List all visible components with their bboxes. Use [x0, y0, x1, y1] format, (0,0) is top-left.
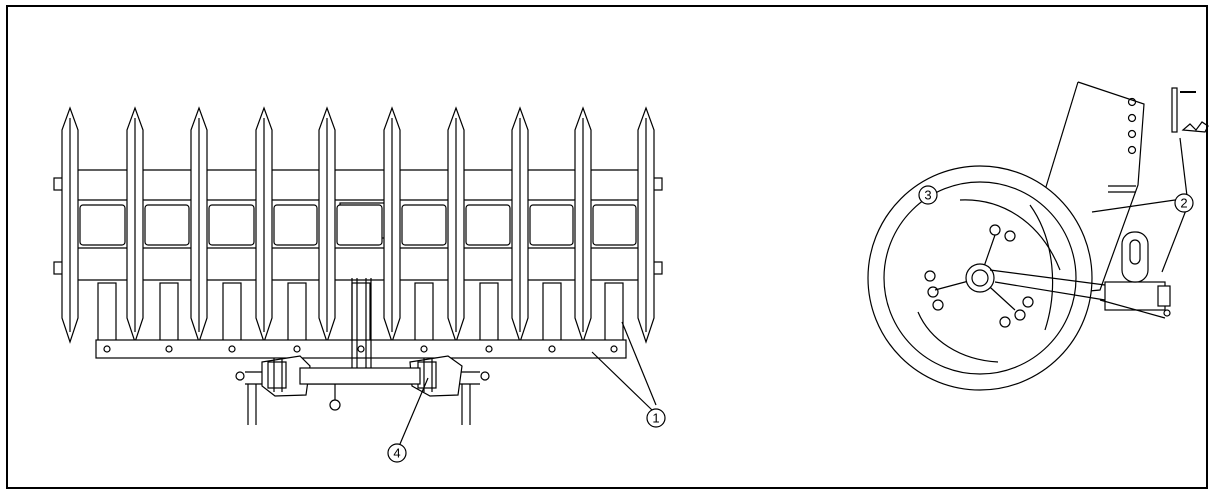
- drum-segment: [465, 204, 511, 246]
- bar-bolt: [293, 345, 301, 353]
- drum-segment: [592, 204, 637, 246]
- drum-segment: [525, 169, 578, 201]
- drum-segment: [140, 247, 194, 281]
- bar-bolt: [420, 345, 428, 353]
- callout-3: 3: [918, 185, 938, 205]
- callout-2-label: 2: [1180, 196, 1187, 211]
- scraper-tine: [414, 282, 434, 344]
- drum-segment: [140, 169, 194, 201]
- roller-drums: [53, 169, 663, 281]
- bar-bolt: [548, 345, 556, 353]
- adjust-hole: [1127, 129, 1137, 139]
- bar-bolt: [357, 345, 365, 353]
- drum-segment: [525, 247, 578, 281]
- bar-bolt: [165, 345, 173, 353]
- scraper-tine: [542, 282, 562, 344]
- drum-segment: [461, 247, 515, 281]
- drum-segment: [529, 204, 574, 246]
- side-view-assembly: [867, 81, 1209, 391]
- drum-segment: [397, 247, 451, 281]
- drum-segment: [204, 247, 259, 281]
- bar-bolt: [485, 345, 493, 353]
- drum-segment: [336, 204, 383, 246]
- drum-segment: [461, 169, 515, 201]
- drum-segment: [75, 169, 130, 201]
- drum-segment: [588, 169, 641, 201]
- drum-segment: [208, 204, 255, 246]
- scraper-bar: [95, 339, 627, 359]
- drum-segment: [144, 204, 190, 246]
- scraper-tine: [97, 282, 117, 344]
- drum-segment: [401, 204, 447, 246]
- drum-segment: [79, 204, 126, 246]
- drum-segment: [269, 169, 322, 201]
- bar-bolt: [103, 345, 111, 353]
- drum-segment: [588, 247, 641, 281]
- roller-wheel-inner: [883, 181, 1077, 375]
- scraper-tine: [604, 282, 624, 344]
- scraper-tine: [351, 282, 371, 344]
- callout-2: 2: [1174, 193, 1194, 213]
- drum-segment: [269, 247, 322, 281]
- adjust-hole: [1127, 97, 1137, 107]
- drum-segment: [204, 169, 259, 201]
- callout-1-label: 1: [652, 411, 659, 426]
- scraper-tine: [159, 282, 179, 344]
- drawing-border: [6, 5, 1208, 489]
- adjust-hole: [1127, 113, 1137, 123]
- roller-assembly: [53, 106, 663, 445]
- spring-clip: [1181, 121, 1209, 133]
- adjust-hole: [1127, 145, 1137, 155]
- callout-4: 4: [387, 443, 407, 463]
- bar-bolt: [228, 345, 236, 353]
- callout-1: 1: [646, 408, 666, 428]
- drum-segment: [397, 169, 451, 201]
- mounting-frame: [235, 355, 490, 425]
- locking-pin: [1171, 87, 1178, 133]
- drum-segment: [75, 247, 130, 281]
- scraper-bar-bolts: [103, 345, 618, 353]
- drum-segment: [332, 247, 387, 281]
- wheel-hub: [965, 263, 995, 293]
- scraper-tines: [97, 282, 624, 344]
- scraper-tine: [287, 282, 307, 344]
- callout-4-label: 4: [393, 446, 400, 461]
- scraper-tine: [222, 282, 242, 344]
- bar-bolt: [610, 345, 618, 353]
- drum-segment: [273, 204, 318, 246]
- drum-segment: [332, 169, 387, 201]
- scraper-tine: [479, 282, 499, 344]
- roller-discs: [61, 106, 655, 344]
- callout-3-label: 3: [924, 188, 931, 203]
